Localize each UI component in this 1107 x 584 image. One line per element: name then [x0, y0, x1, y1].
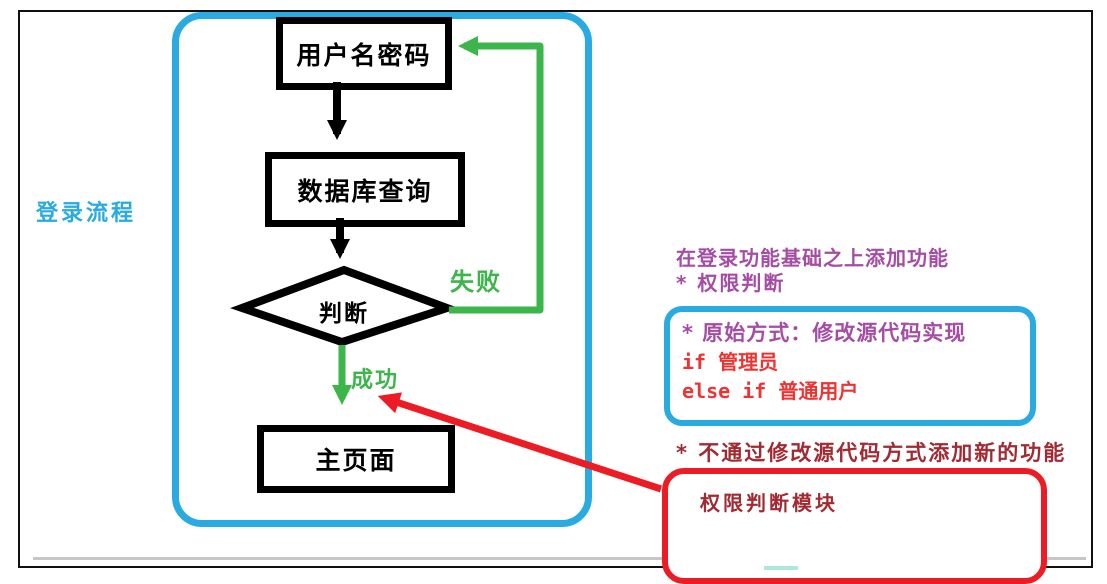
- node-decision-label: 判断: [319, 301, 369, 327]
- node-username-password: 用户名密码: [276, 17, 452, 90]
- node-main-page-label: 主页面: [315, 446, 397, 475]
- node-database-query: 数据库查询: [265, 152, 465, 227]
- node-main-page: 主页面: [257, 425, 455, 493]
- permission-module-box: 权限判断模块: [662, 468, 1047, 584]
- permission-module-label: 权限判断模块: [700, 491, 838, 515]
- scrollbar-fragment: [764, 566, 798, 570]
- edge-label-success: 成功: [351, 368, 400, 393]
- note-heading-line1: 在登录功能基础之上添加功能: [676, 246, 949, 270]
- code-line-if-admin: if 管理员: [682, 350, 779, 374]
- note-heading-line2: * 权限判断: [676, 271, 786, 295]
- code-line-else-if-user: else if 普通用户: [682, 379, 859, 403]
- canvas-bottom-shadow: [33, 557, 1086, 560]
- login-flow-container: [172, 12, 592, 527]
- node-database-query-label: 数据库查询: [297, 176, 433, 206]
- original-approach-title: * 原始方式：修改源代码实现: [682, 321, 967, 345]
- edge-label-fail: 失败: [450, 268, 502, 296]
- new-approach-note: * 不通过修改源代码方式添加新的功能: [676, 441, 1067, 465]
- flow-title: 登录流程: [36, 201, 137, 226]
- original-approach-box: * 原始方式：修改源代码实现 if 管理员 else if 普通用户: [664, 306, 1036, 426]
- node-username-password-label: 用户名密码: [296, 40, 432, 70]
